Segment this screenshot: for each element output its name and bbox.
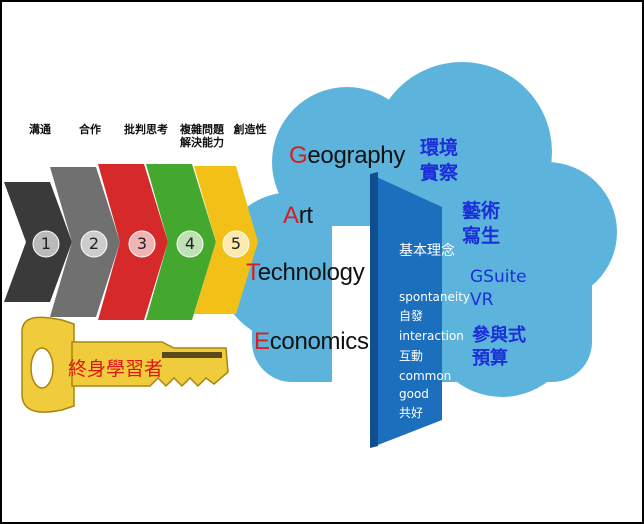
step-circle-5: [222, 230, 250, 258]
skill-label-1: 溝通: [29, 123, 51, 136]
step-number-1: 1: [40, 234, 52, 253]
step-number-2: 2: [88, 234, 100, 253]
door-line-4: 互動: [399, 349, 424, 363]
door-line-1: spontaneity: [399, 290, 471, 304]
door-line-6: good: [399, 387, 429, 401]
door-title: 基本理念: [399, 243, 455, 259]
skill-label-5: 創造性: [233, 123, 267, 136]
door-panel: [370, 174, 442, 448]
key-hole: [30, 347, 54, 389]
word-geography: Geography: [289, 142, 406, 169]
step-circle-4: [176, 230, 204, 258]
door-line-3: interaction: [399, 329, 464, 343]
step-circle-1: [32, 230, 60, 258]
practice-art-sketch: 藝術 寫生: [462, 200, 501, 247]
step-number-3: 3: [136, 234, 148, 253]
step-number-4: 4: [184, 234, 196, 253]
skill-label-3: 批判思考: [124, 123, 168, 136]
word-art: Art: [283, 202, 313, 229]
key-ridge: [162, 352, 222, 358]
door-line-2: 自發: [399, 309, 424, 323]
word-economics: Economics: [254, 328, 369, 355]
step-circle-2: [80, 230, 108, 258]
word-technology: Technology: [246, 259, 365, 286]
practice-field-survey: 環境 實察: [420, 137, 459, 184]
door-edge: [370, 172, 378, 448]
practice-participatory-budget: 參與式 預算: [472, 325, 526, 369]
skill-label-4: 複雜問題 解決能力: [180, 123, 224, 149]
practice-gsuite-vr: GSuite VR: [470, 267, 527, 310]
gate-opening: [332, 226, 377, 400]
step-circle-3: [128, 230, 156, 258]
door-line-7: 共好: [399, 406, 424, 420]
skill-label-2: 合作: [79, 123, 101, 136]
door-line-5: common: [399, 369, 452, 383]
key-label: 終身學習者: [68, 358, 164, 380]
step-number-5: 5: [230, 234, 242, 253]
